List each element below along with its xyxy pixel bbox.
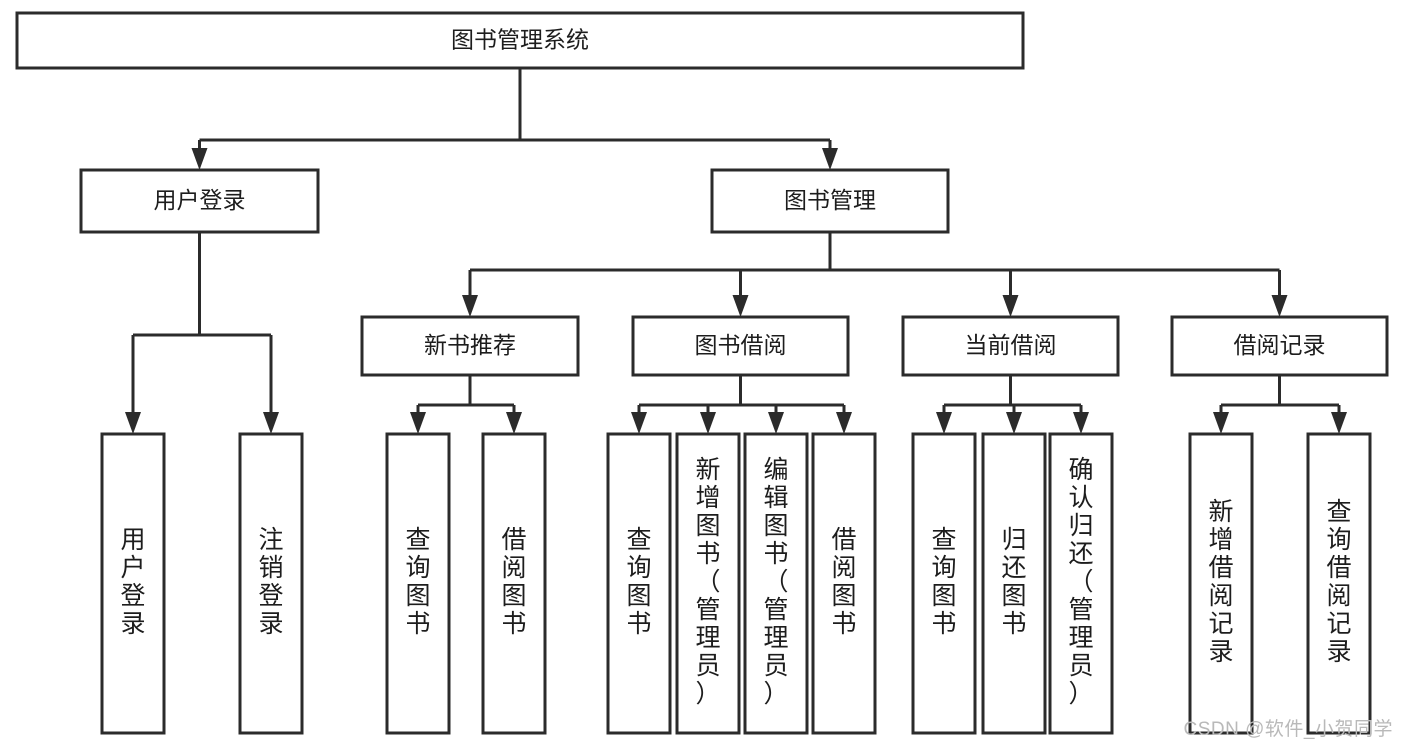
node-box[interactable] <box>79 168 320 234</box>
node-box[interactable] <box>1306 432 1372 735</box>
node-f-add-book[interactable]: 新增图书（管理员） <box>675 432 741 735</box>
node-new-book-rec[interactable]: 新书推荐 <box>360 315 580 377</box>
node-label: 归还图书 <box>1001 526 1026 638</box>
connectors-layer <box>125 68 1347 434</box>
arrow-head-icon <box>1002 295 1019 317</box>
arrow-head-icon <box>1331 412 1347 434</box>
arrow-head-icon <box>263 412 279 434</box>
node-box[interactable] <box>360 315 580 377</box>
node-box[interactable] <box>1170 315 1389 377</box>
node-f-user-logout[interactable]: 注销登录 <box>238 432 304 735</box>
nodes-layer: 图书管理系统用户登录图书管理新书推荐图书借阅当前借阅借阅记录用户登录注销登录查询… <box>15 11 1389 735</box>
node-label: 用户登录 <box>120 526 145 638</box>
node-box[interactable] <box>385 432 451 735</box>
arrow-head-icon <box>1073 412 1089 434</box>
node-label: 确认归还（管理员） <box>1068 456 1093 708</box>
node-label: 图书借阅 <box>695 332 787 358</box>
node-f-query-book-borrow[interactable]: 查询图书 <box>606 432 672 735</box>
connector-group-current-borrow <box>936 375 1089 434</box>
arrow-head-icon <box>1006 412 1022 434</box>
arrow-head-icon <box>462 295 478 317</box>
connector-group-borrow-record <box>1213 375 1347 434</box>
node-box[interactable] <box>675 432 741 735</box>
node-label: 查询图书 <box>405 526 430 638</box>
node-label: 借阅记录 <box>1234 332 1326 358</box>
node-box[interactable] <box>1048 432 1114 735</box>
node-f-query-book-rec[interactable]: 查询图书 <box>385 432 451 735</box>
connector-group-book-manage <box>462 232 1288 317</box>
node-label: 查询图书 <box>626 526 651 638</box>
node-box[interactable] <box>100 432 166 735</box>
node-f-confirm-return[interactable]: 确认归还（管理员） <box>1048 432 1114 735</box>
arrow-head-icon <box>506 412 522 434</box>
arrow-head-icon <box>700 412 716 434</box>
node-f-query-record[interactable]: 查询借阅记录 <box>1306 432 1372 735</box>
node-box[interactable] <box>911 432 977 735</box>
node-box[interactable] <box>710 168 950 234</box>
node-box[interactable] <box>15 11 1025 70</box>
arrow-head-icon <box>1271 295 1288 317</box>
node-f-return-book[interactable]: 归还图书 <box>981 432 1047 735</box>
node-f-user-login[interactable]: 用户登录 <box>100 432 166 735</box>
arrow-head-icon <box>936 412 952 434</box>
node-label: 借阅图书 <box>501 526 526 638</box>
arrow-head-icon <box>1213 412 1229 434</box>
node-box[interactable] <box>238 432 304 735</box>
node-box[interactable] <box>631 315 850 377</box>
connector-group-user-login <box>125 232 279 434</box>
node-label: 新增借阅记录 <box>1208 498 1233 666</box>
node-label: 编辑图书（管理员） <box>763 456 788 708</box>
node-label: 新增图书（管理员） <box>695 456 720 708</box>
node-label: 图书管理 <box>784 187 876 213</box>
node-book-manage[interactable]: 图书管理 <box>710 168 950 234</box>
node-label: 当前借阅 <box>965 332 1057 358</box>
node-user-login[interactable]: 用户登录 <box>79 168 320 234</box>
arrow-head-icon <box>631 412 647 434</box>
arrow-head-icon <box>732 295 749 317</box>
node-box[interactable] <box>481 432 547 735</box>
arrow-head-icon <box>410 412 426 434</box>
node-book-borrow[interactable]: 图书借阅 <box>631 315 850 377</box>
node-box[interactable] <box>811 432 877 735</box>
arrow-head-icon <box>125 412 141 434</box>
node-box[interactable] <box>606 432 672 735</box>
node-current-borrow[interactable]: 当前借阅 <box>901 315 1120 377</box>
connector-group-root <box>191 68 838 170</box>
node-f-add-record[interactable]: 新增借阅记录 <box>1188 432 1254 735</box>
node-box[interactable] <box>743 432 809 735</box>
node-borrow-record[interactable]: 借阅记录 <box>1170 315 1389 377</box>
connector-group-new-book-rec <box>410 375 522 434</box>
connector-group-book-borrow <box>631 375 852 434</box>
node-f-borrow-book[interactable]: 借阅图书 <box>811 432 877 735</box>
node-f-query-book-cur[interactable]: 查询图书 <box>911 432 977 735</box>
node-box[interactable] <box>1188 432 1254 735</box>
node-label: 查询图书 <box>931 526 956 638</box>
arrow-head-icon <box>191 148 208 170</box>
node-root[interactable]: 图书管理系统 <box>15 11 1025 70</box>
node-label: 注销登录 <box>258 526 283 638</box>
node-label: 新书推荐 <box>424 332 516 358</box>
node-f-edit-book[interactable]: 编辑图书（管理员） <box>743 432 809 735</box>
node-label: 图书管理系统 <box>451 27 589 53</box>
node-f-borrow-book-rec[interactable]: 借阅图书 <box>481 432 547 735</box>
arrow-head-icon <box>836 412 852 434</box>
node-box[interactable] <box>901 315 1120 377</box>
node-label: 用户登录 <box>154 187 246 213</box>
node-box[interactable] <box>981 432 1047 735</box>
arrow-head-icon <box>822 148 838 170</box>
node-label: 借阅图书 <box>831 526 856 638</box>
arrow-head-icon <box>768 412 784 434</box>
node-label: 查询借阅记录 <box>1326 498 1351 666</box>
